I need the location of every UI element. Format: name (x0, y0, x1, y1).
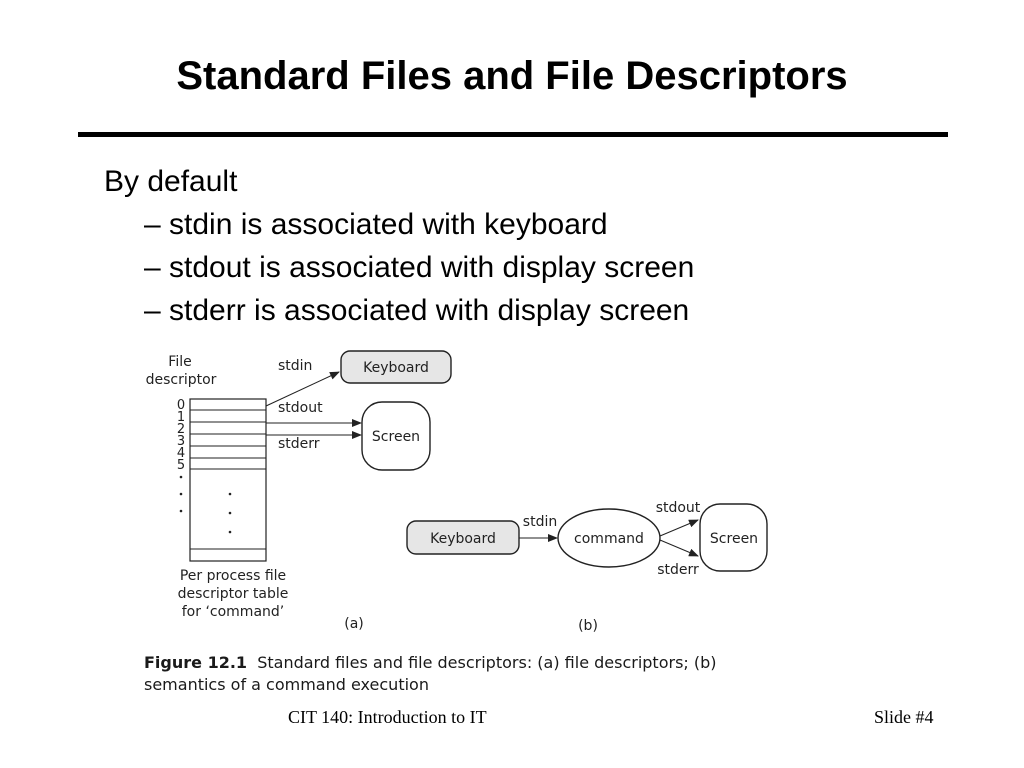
panel-label-a: (a) (344, 616, 364, 632)
table-caption-line1: Per process file (180, 568, 286, 584)
stdin-arrow-a (265, 371, 340, 407)
fd-number-1: 1 (177, 410, 185, 425)
screen-box-b (699, 503, 768, 572)
table-caption-line2: descriptor table (178, 586, 289, 602)
fd-label-line2: descriptor (146, 372, 217, 388)
fd-number-2: 2 (177, 422, 185, 437)
screen-box-a (361, 401, 431, 471)
panel-label-b: (b) (578, 618, 598, 634)
keyboard-label-a: Keyboard (363, 360, 429, 376)
figure-caption-label: Figure 12.1 (144, 653, 248, 672)
command-node (557, 508, 661, 568)
fd-number-5: 5 (177, 458, 185, 473)
screen-label-a: Screen (372, 429, 420, 445)
stdout-label-a: stdout (278, 400, 323, 416)
fd-number-3: 3 (177, 434, 185, 449)
footer-course: CIT 140: Introduction to IT (288, 707, 487, 727)
slide-title: Standard Files and File Descriptors (176, 54, 848, 98)
descriptor-table-rows (190, 409, 266, 550)
slide-body: By default – stdin is associated with ke… (104, 160, 694, 332)
keyboard-box-a (340, 350, 452, 384)
bullet-stderr: – stderr is associated with display scre… (144, 294, 690, 327)
figure-caption: Figure 12.1 Standard files and file desc… (144, 652, 784, 696)
stderr-label-a: stderr (278, 436, 320, 452)
stderr-arrow-b (659, 539, 699, 557)
command-label: command (574, 531, 644, 547)
stdout-label-b: stdout (656, 500, 701, 516)
bullet-stdout: – stdout is associated with display scre… (144, 251, 695, 284)
figure-caption-text: Standard files and file descriptors: (a)… (144, 653, 717, 694)
fd-label-line1: File (168, 354, 191, 370)
stdin-label-a: stdin (278, 358, 312, 374)
ellipsis-dots (179, 475, 232, 534)
stdout-arrow-b (659, 519, 699, 537)
title-rule (78, 132, 948, 137)
keyboard-label-b: Keyboard (430, 531, 496, 547)
table-caption-line3: for ‘command’ (182, 604, 284, 620)
fd-number-0: 0 (177, 398, 185, 413)
screen-label-b: Screen (710, 531, 758, 547)
footer-slide-number: Slide #4 (874, 707, 934, 727)
descriptor-table (189, 398, 267, 562)
body-intro: By default (104, 165, 238, 198)
bullet-stdin: – stdin is associated with keyboard (144, 208, 608, 241)
stderr-label-b: stderr (657, 562, 699, 578)
fd-number-4: 4 (177, 446, 185, 461)
stdin-label-b: stdin (523, 514, 557, 530)
